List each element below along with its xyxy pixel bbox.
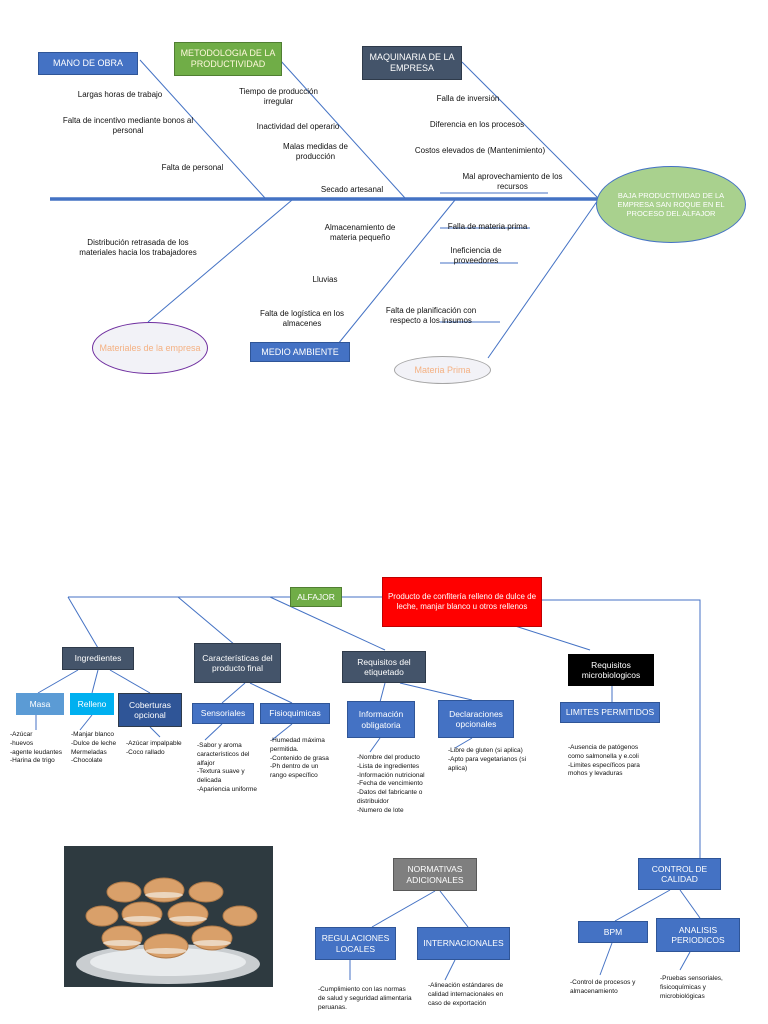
cause-label: Inactividad del operario [256, 122, 340, 131]
regulaciones-list: -Cumplimiento con las normas de salud y … [318, 986, 412, 1011]
coberturas-node: Coberturas opcional [118, 693, 182, 727]
coberturas-list: -Azúcar impalpable -Coco rallado [126, 740, 182, 756]
definition-box: Producto de confitería relleno de dulce … [382, 577, 542, 627]
ingredientes-node: Ingredientes [62, 647, 134, 670]
cause-label: Malas medidas de producción [283, 142, 348, 162]
cause-label: Secado artesanal [320, 185, 384, 194]
analisis-node: ANALISIS PERIODICOS [656, 918, 740, 952]
alfajor-node: ALFAJOR [290, 587, 342, 607]
requisitos-etiquetado-node: Requisitos del etiquetado [342, 651, 426, 683]
regulaciones-node: REGULACIONES LOCALES [315, 927, 396, 960]
declaraciones-list: -Libre de gluten (si aplica) -Apto para … [448, 747, 527, 772]
cause-label: Falta de logística en los almacenes [259, 309, 345, 329]
bpm-node: BPM [578, 921, 648, 943]
bpm-list: -Control de procesos y almacenamiento [570, 979, 636, 995]
cause-label: Lluvias [312, 275, 338, 284]
limites-node: LIMITES PERMITIDOS [560, 702, 660, 723]
cause-label: Diferencia en los procesos [429, 120, 525, 129]
fisioquimicas-node: Fisioquimicas [260, 703, 330, 724]
cause-label: Falla de materia prima [447, 222, 528, 231]
limites-list: -Ausencia de patógenos como salmonella y… [568, 744, 640, 778]
requisitos-micro-node: Requisitos microbiologicos [568, 654, 654, 686]
alfajores-photo-icon [76, 877, 260, 984]
sensoriales-list: -Sabor y aroma característicos del alfaj… [197, 742, 257, 793]
cause-label: Falta de planificación con respecto a lo… [385, 306, 477, 326]
cause-label: Falta de incentivo mediante bonos al per… [62, 116, 194, 136]
fisioquimicas-list: -Humedad máxima permitida. -Contenido de… [270, 737, 329, 780]
cause-label: Mal aprovechamiento de los recursos [462, 172, 563, 192]
cause-label: Almacenamiento de materia pequeño [324, 223, 396, 243]
relleno-list: -Manjar blanco -Dulce de leche Mermelada… [71, 731, 117, 765]
sensoriales-node: Sensoriales [192, 703, 254, 724]
masa-node: Masa [16, 693, 64, 715]
category-maquinaria: MAQUINARIA DE LA EMPRESA [362, 46, 462, 80]
category-mano-de-obra: MANO DE OBRA [38, 52, 138, 75]
caracteristicas-node: Características del producto final [194, 643, 281, 683]
cause-label: Distribución retrasada de los materiales… [79, 238, 197, 258]
cause-label: Falta de personal [161, 163, 224, 172]
problem-head: BAJA PRODUCTIVIDAD DE LA EMPRESA SAN ROQ… [596, 166, 746, 243]
internacionales-list: -Alineación estándares de calidad intern… [428, 982, 504, 1007]
declaraciones-node: Declaraciones opcionales [438, 700, 514, 738]
analisis-list: -Pruebas sensoriales, fisicoquímicas y m… [660, 975, 723, 1000]
info-obligatoria-node: Información obligatoria [347, 701, 415, 738]
cause-label: Falla de inversión [436, 94, 500, 103]
control-calidad-node: CONTROL DE CALIDAD [638, 858, 721, 890]
internacionales-node: INTERNACIONALES [417, 927, 510, 960]
alfajores-photo [64, 846, 273, 987]
cause-label: Largas horas de trabajo [77, 90, 163, 99]
category-materia-prima: Materia Prima [394, 356, 491, 384]
masa-list: -Azúcar -huevos -agente leudantes -Harin… [10, 731, 63, 765]
category-medio-ambiente: MEDIO AMBIENTE [250, 342, 350, 362]
category-metodologia: METODOLOGIA DE LA PRODUCTIVIDAD [174, 42, 282, 76]
relleno-node: Relleno [70, 693, 114, 715]
cause-label: Ineficiencia de proveedores [450, 246, 502, 266]
cause-label: Tiempo de producción irregular [239, 87, 318, 107]
info-list: -Nombre del producto -Lista de ingredien… [357, 754, 425, 814]
normativas-node: NORMATIVAS ADICIONALES [393, 858, 477, 891]
category-materiales: Materiales de la empresa [92, 322, 208, 374]
cause-label: Costos elevados de (Mantenimiento) [414, 146, 546, 155]
